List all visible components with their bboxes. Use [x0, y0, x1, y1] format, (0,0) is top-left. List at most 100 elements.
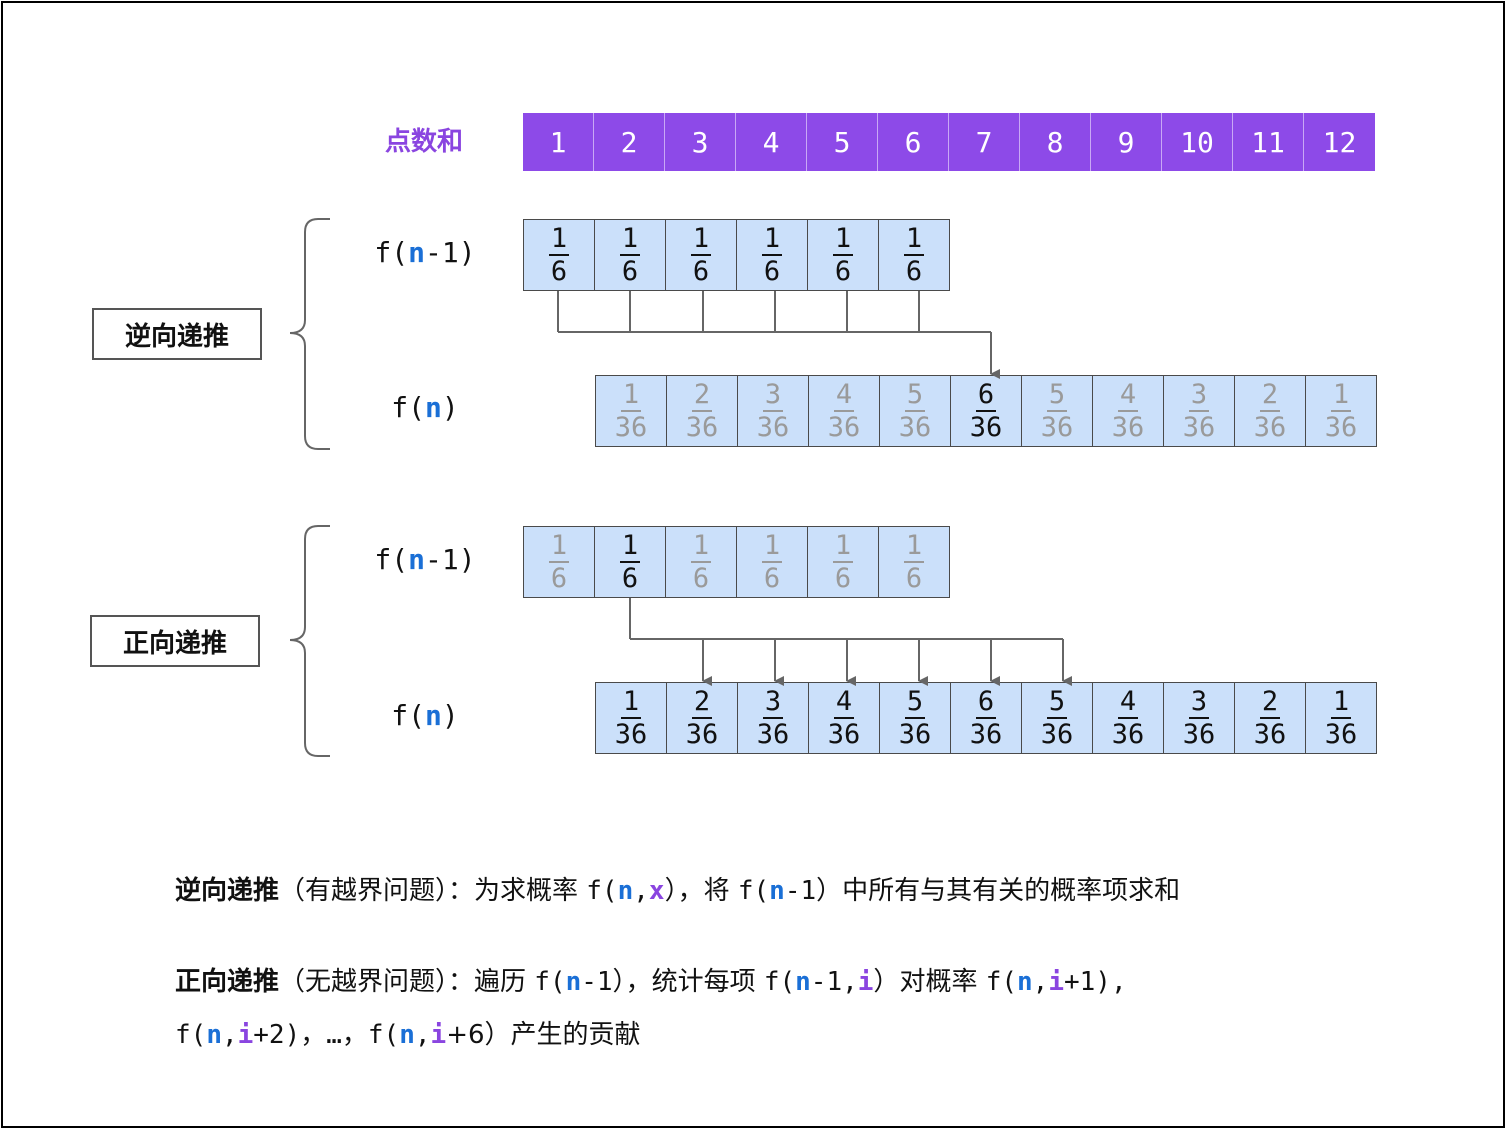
- dice-sum-cell: 3: [665, 113, 736, 171]
- fraction-numerator: 2: [1259, 379, 1281, 412]
- fraction-numerator: 4: [833, 686, 855, 719]
- fraction-denominator: 36: [756, 412, 790, 443]
- fraction-denominator: 6: [834, 563, 852, 594]
- fraction-denominator: 36: [969, 412, 1003, 443]
- fraction-numerator: 5: [1046, 686, 1068, 719]
- fraction-numerator: 1: [619, 223, 641, 256]
- fraction-numerator: 1: [620, 379, 642, 412]
- fraction-denominator: 36: [1182, 412, 1216, 443]
- fraction-numerator: 1: [690, 530, 712, 563]
- fraction-numerator: 3: [762, 379, 784, 412]
- fraction-numerator: 1: [761, 530, 783, 563]
- dice-sum-cell: 2: [594, 113, 665, 171]
- backward-brace: [289, 218, 330, 450]
- dice-sum-cell: 5: [807, 113, 878, 171]
- fraction-numerator: 1: [832, 223, 854, 256]
- fraction-denominator: 6: [905, 563, 923, 594]
- fraction-numerator: 3: [1188, 686, 1210, 719]
- fraction-denominator: 36: [827, 412, 861, 443]
- fraction-denominator: 36: [685, 719, 719, 750]
- fraction-numerator: 1: [548, 530, 570, 563]
- fraction-denominator: 6: [834, 256, 852, 287]
- fraction-numerator: 2: [1259, 686, 1281, 719]
- fraction-denominator: 36: [1040, 719, 1074, 750]
- dice-sum-cell: 11: [1233, 113, 1304, 171]
- fraction-denominator: 36: [1253, 412, 1287, 443]
- fraction-denominator: 36: [1111, 719, 1145, 750]
- fraction-numerator: 6: [975, 379, 997, 412]
- backward-method-box: 逆向递推: [92, 308, 262, 360]
- forward-description-line1: 正向递推（无越界问题）：遍历 f(n-1），统计每项 f(n-1,i）对概率 f…: [175, 967, 1127, 997]
- forward-cur-func-label: f(n): [391, 699, 459, 732]
- fraction-numerator: 1: [1330, 379, 1352, 412]
- dice-sum-label: 点数和: [384, 127, 463, 157]
- fraction-denominator: 6: [905, 256, 923, 287]
- fraction-denominator: 36: [1324, 719, 1358, 750]
- fraction-denominator: 36: [898, 719, 932, 750]
- fraction-numerator: 1: [548, 223, 570, 256]
- fraction-denominator: 6: [621, 256, 639, 287]
- dice-sum-cell: 12: [1304, 113, 1375, 171]
- dice-sum-cell: 4: [736, 113, 807, 171]
- fraction-numerator: 5: [904, 379, 926, 412]
- fraction-denominator: 36: [1182, 719, 1216, 750]
- fraction-denominator: 36: [969, 719, 1003, 750]
- forward-prev-func-label: f(n-1): [374, 543, 476, 576]
- forward-description-line2: f(n,i+2)，…，f(n,i+6）产生的贡献: [175, 1020, 641, 1050]
- fraction-denominator: 36: [614, 719, 648, 750]
- fraction-numerator: 2: [691, 379, 713, 412]
- dice-sum-cell: 6: [878, 113, 949, 171]
- fraction-numerator: 5: [1046, 379, 1068, 412]
- fraction-numerator: 1: [620, 686, 642, 719]
- forward-connectors: [629, 598, 1072, 686]
- fraction-numerator: 1: [690, 223, 712, 256]
- fraction-numerator: 1: [903, 530, 925, 563]
- fraction-numerator: 2: [691, 686, 713, 719]
- fraction-denominator: 36: [685, 412, 719, 443]
- fraction-numerator: 1: [832, 530, 854, 563]
- fraction-numerator: 5: [904, 686, 926, 719]
- fraction-numerator: 4: [1117, 379, 1139, 412]
- fraction-numerator: 6: [975, 686, 997, 719]
- fraction-denominator: 6: [763, 563, 781, 594]
- fraction-denominator: 36: [1111, 412, 1145, 443]
